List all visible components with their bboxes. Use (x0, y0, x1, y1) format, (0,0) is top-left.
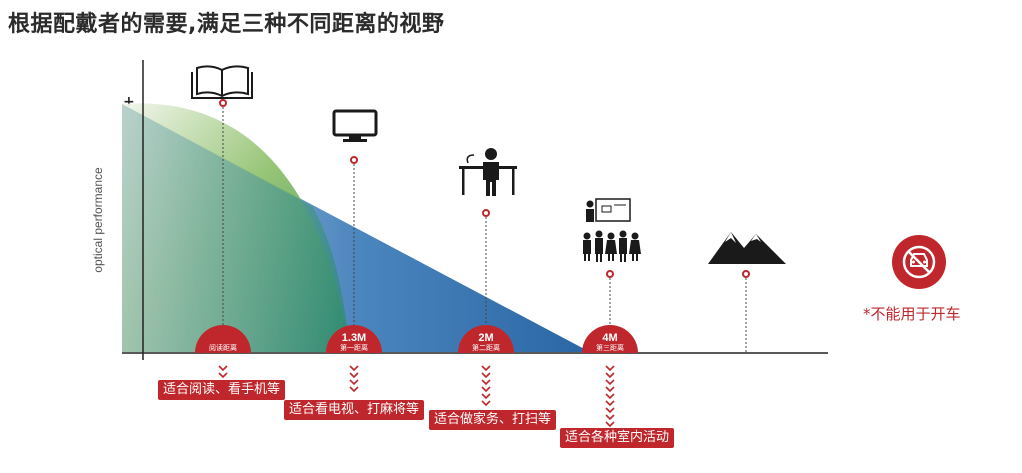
driving-warning-note: *不能用于开车 (863, 305, 961, 323)
chevron-down-icon (481, 365, 491, 407)
no-driving-icon (892, 235, 946, 289)
chevron-down-icon (349, 365, 359, 393)
plus-tick: + (123, 94, 135, 110)
distance-badge (195, 325, 251, 353)
point-marker (350, 156, 358, 164)
page-title: 根据配戴者的需要,满足三种不同距离的视野 (8, 12, 445, 37)
overlap-zone-area (122, 104, 350, 352)
desk-person-icon (459, 148, 517, 196)
badge-top-label: 4M (602, 332, 617, 344)
distance-badge (582, 325, 638, 353)
point-marker (482, 209, 490, 217)
point-marker (742, 270, 750, 278)
chevron-down-icon (605, 365, 615, 428)
activity-tag-reading: 适合阅读、看手机等 (158, 380, 286, 400)
mountain-icon (708, 232, 786, 264)
badge-top-label: 1.3M (342, 332, 366, 344)
activity-tag-indoor: 适合各种室内活动 (560, 428, 675, 448)
badge-bottom-label: 第一距离 (340, 343, 368, 352)
badge-bottom-label: 第三距离 (596, 343, 624, 352)
point-marker (219, 99, 227, 107)
badge-top-label: 2M (478, 332, 493, 344)
activity-tag-tv: 适合看电视、打麻将等 (284, 400, 425, 420)
tv-icon (332, 109, 378, 142)
badge-bottom-label: 第二距离 (472, 343, 500, 352)
presentation-icon (583, 198, 641, 262)
badge-bottom-label: 阅读距离 (209, 343, 237, 352)
distance-badge (458, 325, 514, 353)
activity-tag-housework: 适合做家务、打扫等 (429, 410, 557, 430)
chevron-down-icon (218, 365, 228, 379)
book-icon (191, 65, 253, 99)
distance-badge (326, 325, 382, 353)
point-marker (606, 270, 614, 278)
